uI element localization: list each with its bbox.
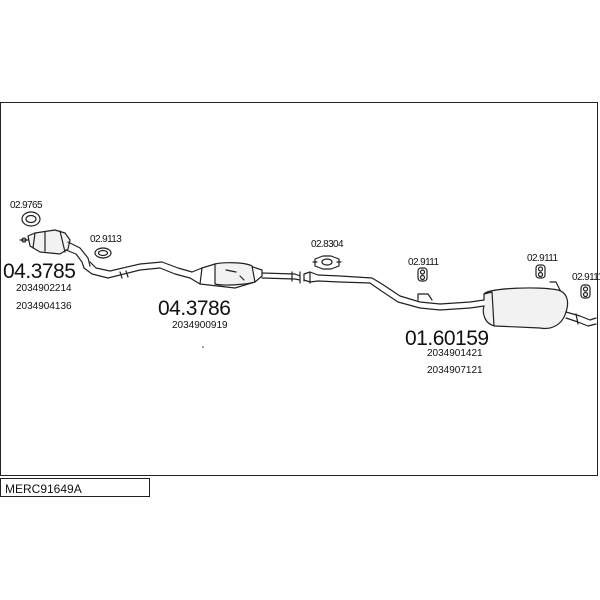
fitting-label-mount-1: 02.9111 xyxy=(408,257,439,268)
fitting-label-mount-2: 02.9111 xyxy=(527,253,558,264)
rubber-mount-icon xyxy=(417,267,428,282)
assembly-code-centre-cat: 04.3786 xyxy=(158,297,231,320)
part-number: 2034907121 xyxy=(427,365,483,376)
rubber-mount-icon xyxy=(535,264,546,279)
diagram-frame xyxy=(0,102,598,476)
dot-mark xyxy=(202,346,204,348)
gasket-ring-icon xyxy=(21,211,41,227)
fitting-label-gasket: 02.9765 xyxy=(10,200,43,211)
fitting-label-ring-clamp: 02.9113 xyxy=(90,234,122,245)
fitting-label-mount-3: 02.9111 xyxy=(572,272,600,283)
front-pipe xyxy=(83,261,193,279)
part-number: 2034901421 xyxy=(427,348,483,359)
flange-clamp-icon xyxy=(312,255,342,270)
rubber-mount-icon xyxy=(580,284,591,299)
part-number: 2034902214 xyxy=(16,283,72,294)
diagram-code: MERC91649A xyxy=(5,482,82,496)
diagram-code-box: MERC91649A xyxy=(0,478,150,497)
fitting-label-flange-clamp: 02.8304 xyxy=(311,239,344,250)
assembly-code-front-cat: 04.3785 xyxy=(3,260,76,283)
ring-clamp-icon xyxy=(94,247,112,259)
assembly-code-rear-silencer: 01.60159 xyxy=(405,327,489,350)
part-number: 2034900919 xyxy=(172,320,228,331)
part-number: 2034904136 xyxy=(16,301,72,312)
rear-silencer xyxy=(482,281,597,330)
intermediate-pipe xyxy=(303,271,485,311)
front-catalytic-converter xyxy=(19,229,91,269)
centre-catalytic-converter xyxy=(189,262,301,289)
